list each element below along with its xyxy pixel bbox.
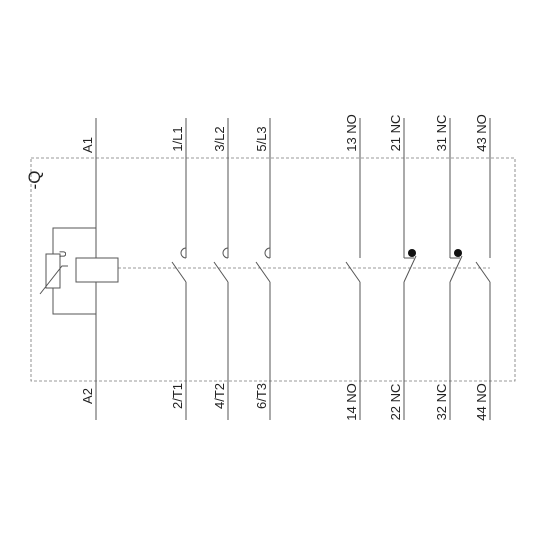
varistor-symbol bbox=[45, 253, 61, 289]
aux-contact-3-top-label: 31 NC bbox=[434, 115, 449, 152]
device-label: -Q bbox=[25, 171, 44, 190]
aux-contact-2-bottom-label: 22 NC bbox=[388, 384, 403, 421]
main-contact-3-arc bbox=[264, 247, 271, 259]
coil-group: U A1 A2 bbox=[39, 118, 119, 420]
aux-contact-1-blade bbox=[345, 261, 361, 283]
device-enclosure bbox=[30, 157, 516, 382]
aux-contact-2-blade bbox=[403, 255, 417, 283]
main-contact-2-blade bbox=[213, 261, 229, 283]
main-contact-1-blade bbox=[171, 261, 187, 283]
main-contact-2: 3/L2 4/T2 bbox=[212, 118, 229, 420]
aux-contact-3-blade bbox=[449, 255, 463, 283]
main-contact-2-bottom-label: 4/T2 bbox=[212, 383, 227, 409]
aux-contact-4-top-label: 43 NO bbox=[474, 114, 489, 152]
aux-contact-2-top-label: 21 NC bbox=[388, 115, 403, 152]
aux-contact-43-44: 43 NO 44 NO bbox=[474, 114, 491, 421]
aux-contact-4-blade bbox=[475, 261, 491, 283]
aux-contact-3-bottom-label: 32 NC bbox=[434, 384, 449, 421]
main-contact-1-arc bbox=[180, 247, 187, 259]
aux-contact-1-bottom-label: 14 NO bbox=[344, 383, 359, 421]
main-contact-2-top-label: 3/L2 bbox=[212, 126, 227, 151]
main-contact-1-top-label: 1/L1 bbox=[170, 126, 185, 151]
main-contact-3: 5/L3 6/T3 bbox=[254, 118, 271, 420]
main-contact-3-blade bbox=[255, 261, 271, 283]
main-contact-1-bottom-label: 2/T1 bbox=[170, 383, 185, 409]
coil-top-terminal-label: A1 bbox=[80, 137, 95, 153]
varistor-label: U bbox=[58, 251, 68, 258]
varistor-slash bbox=[39, 265, 68, 295]
main-contact-3-bottom-label: 6/T3 bbox=[254, 383, 269, 409]
main-contact-3-top-label: 5/L3 bbox=[254, 126, 269, 151]
main-contact-2-arc bbox=[222, 247, 229, 259]
aux-contact-2-nc-dot bbox=[408, 249, 416, 257]
aux-contact-31-32: 31 NC 32 NC bbox=[434, 115, 463, 421]
aux-contact-21-22: 21 NC 22 NC bbox=[388, 115, 417, 421]
aux-contact-13-14: 13 NO 14 NO bbox=[344, 114, 361, 421]
main-contact-1: 1/L1 2/T1 bbox=[170, 118, 187, 420]
aux-contact-3-nc-dot bbox=[454, 249, 462, 257]
aux-contact-4-bottom-label: 44 NO bbox=[474, 383, 489, 421]
coil-bottom-terminal-label: A2 bbox=[80, 388, 95, 404]
aux-contact-1-top-label: 13 NO bbox=[344, 114, 359, 152]
coil-symbol bbox=[75, 257, 119, 283]
